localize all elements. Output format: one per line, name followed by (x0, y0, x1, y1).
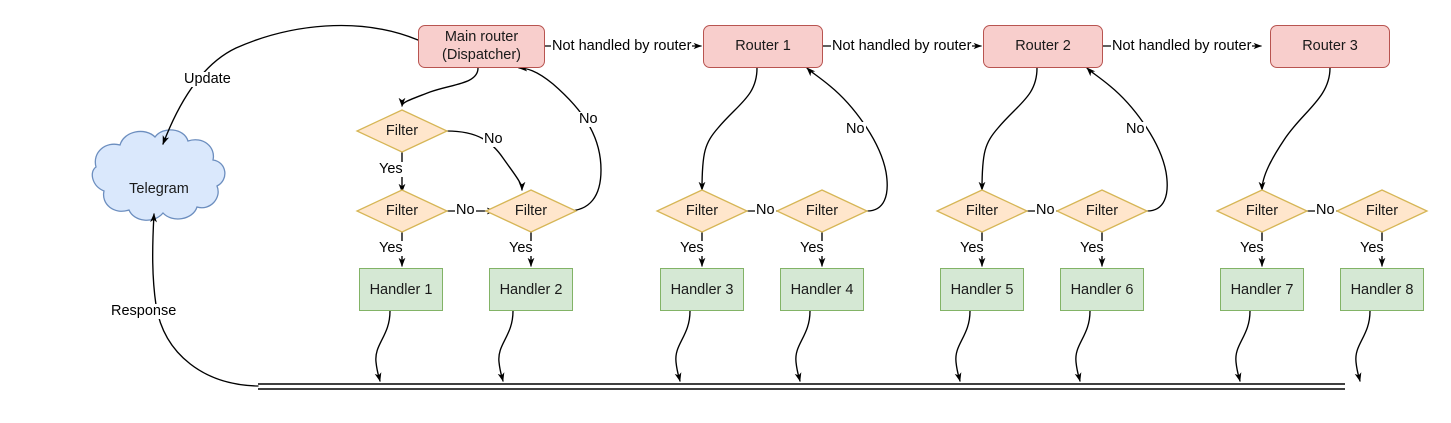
edge-label-yes-e: Yes (799, 240, 825, 256)
edge-label-yes-d: Yes (679, 240, 705, 256)
handler-node-8[interactable]: Handler 8 (1340, 268, 1424, 311)
edge-filter-c-no-to-dispatcher (518, 64, 602, 212)
filter-diamond-e (775, 189, 869, 233)
edge-label-no-b: No (455, 202, 476, 218)
filter-diamond-g (1055, 189, 1149, 233)
edge-handler3-to-collector (674, 310, 691, 382)
edge-router3-to-filter-h (1258, 67, 1331, 191)
edge-handler2-to-collector (497, 310, 514, 382)
filter-label-h: Filter (1245, 203, 1279, 219)
edge-dispatcher-to-filter-a (398, 67, 479, 107)
edge-label-yes-a: Yes (378, 161, 404, 177)
filter-diamond-b (355, 189, 449, 233)
edge-label-response: Response (110, 303, 178, 319)
router-node-router3[interactable]: Router 3 (1270, 25, 1390, 68)
edge-handler7-to-collector (1234, 310, 1251, 382)
router-node-router2[interactable]: Router 2 (983, 25, 1103, 68)
edge-handler5-to-collector (954, 310, 971, 382)
edge-filter-e-no-to-router1 (806, 67, 888, 212)
filter-label-a: Filter (385, 123, 419, 139)
filter-diamond-d (655, 189, 749, 233)
edge-label-yes-h: Yes (1239, 240, 1265, 256)
edge-label-yes-g: Yes (1079, 240, 1105, 256)
edge-label-not-handled-2: Not handled by router (831, 38, 973, 54)
router-dispatcher-line2: (Dispatcher) (442, 46, 521, 63)
edge-label-no-d: No (755, 202, 776, 218)
filter-diamond-a (355, 109, 449, 153)
filter-label-b: Filter (385, 203, 419, 219)
edge-label-yes-b: Yes (378, 240, 404, 256)
filter-label-i: Filter (1365, 203, 1399, 219)
handler-node-6[interactable]: Handler 6 (1060, 268, 1144, 311)
telegram-label: Telegram (129, 181, 189, 197)
edge-label-no-e: No (845, 121, 866, 137)
edge-handler6-to-collector (1074, 310, 1091, 382)
handler-node-3[interactable]: Handler 3 (660, 268, 744, 311)
edge-label-no-c: No (578, 111, 599, 127)
filter-diamond-f (935, 189, 1029, 233)
edge-label-not-handled-1: Not handled by router (551, 38, 693, 54)
filter-diamond-c (484, 189, 578, 233)
edge-label-yes-c: Yes (508, 240, 534, 256)
edge-response (150, 213, 259, 387)
edge-label-yes-f: Yes (959, 240, 985, 256)
edge-filter-g-no-to-router2 (1086, 67, 1168, 212)
filter-label-d: Filter (685, 203, 719, 219)
edge-handler1-to-collector (374, 310, 391, 382)
router-node-router1[interactable]: Router 1 (703, 25, 823, 68)
edge-router1-to-filter-d (698, 67, 758, 191)
filter-label-e: Filter (805, 203, 839, 219)
edge-label-yes-i: Yes (1359, 240, 1385, 256)
filter-diamond-h (1215, 189, 1309, 233)
edge-label-not-handled-3: Not handled by router (1111, 38, 1253, 54)
response-collector-bus (258, 383, 1345, 390)
edge-update (162, 24, 419, 145)
telegram-cloud-shape (91, 129, 226, 221)
edge-router2-to-filter-f (978, 67, 1038, 191)
handler-node-2[interactable]: Handler 2 (489, 268, 573, 311)
filter-label-g: Filter (1085, 203, 1119, 219)
handler-node-4[interactable]: Handler 4 (780, 268, 864, 311)
handler-node-5[interactable]: Handler 5 (940, 268, 1024, 311)
edge-label-no-a: No (483, 131, 504, 147)
router-dispatcher-line1: Main router (444, 28, 519, 45)
handler-node-1[interactable]: Handler 1 (359, 268, 443, 311)
filter-label-f: Filter (965, 203, 999, 219)
filter-diamond-i (1335, 189, 1429, 233)
edge-label-no-h: No (1315, 202, 1336, 218)
edge-handler8-to-collector (1354, 310, 1371, 382)
edge-label-update: Update (183, 71, 232, 87)
router-node-dispatcher[interactable]: Main router (Dispatcher) (418, 25, 545, 68)
edge-handler4-to-collector (794, 310, 811, 382)
edge-filter-a-no-to-filter-c (446, 130, 526, 191)
edge-label-no-f: No (1035, 202, 1056, 218)
edge-label-no-g: No (1125, 121, 1146, 137)
filter-label-c: Filter (514, 203, 548, 219)
handler-node-7[interactable]: Handler 7 (1220, 268, 1304, 311)
